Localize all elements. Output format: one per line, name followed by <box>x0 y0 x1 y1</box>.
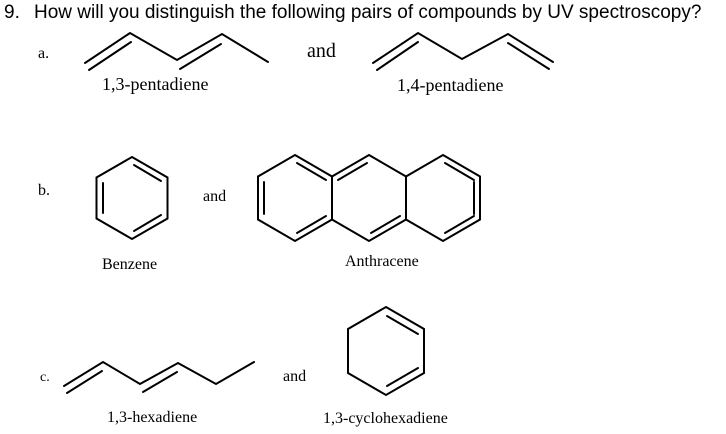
question-number: 9. <box>4 2 20 23</box>
part-c-and: and <box>283 368 307 385</box>
label-anthracene: Anthracene <box>345 253 419 270</box>
label-1-4-pentadiene: 1,4-pentadiene <box>397 75 504 95</box>
part-a-and: and <box>307 40 336 62</box>
label-1-3-hexadiene: 1,3-hexadiene <box>107 409 198 426</box>
structure-1-4-pentadiene <box>372 31 554 71</box>
structure-anthracene <box>257 153 481 243</box>
structure-1-3-pentadiene <box>84 31 269 71</box>
label-1-3-cyclohexadiene: 1,3-cyclohexadiene <box>323 410 448 427</box>
part-c-letter: c. <box>40 370 50 385</box>
part-a-letter: a. <box>38 45 50 62</box>
part-b-letter: b. <box>38 182 50 199</box>
question-text: How will you distinguish the following p… <box>34 2 702 23</box>
structure-1-3-cyclohexadiene <box>347 305 425 397</box>
structure-benzene <box>95 155 169 241</box>
label-benzene: Benzene <box>102 256 158 273</box>
part-b-and: and <box>203 188 227 205</box>
label-1-3-pentadiene: 1,3-pentadiene <box>102 74 209 94</box>
structure-1-3-hexadiene <box>63 360 255 394</box>
